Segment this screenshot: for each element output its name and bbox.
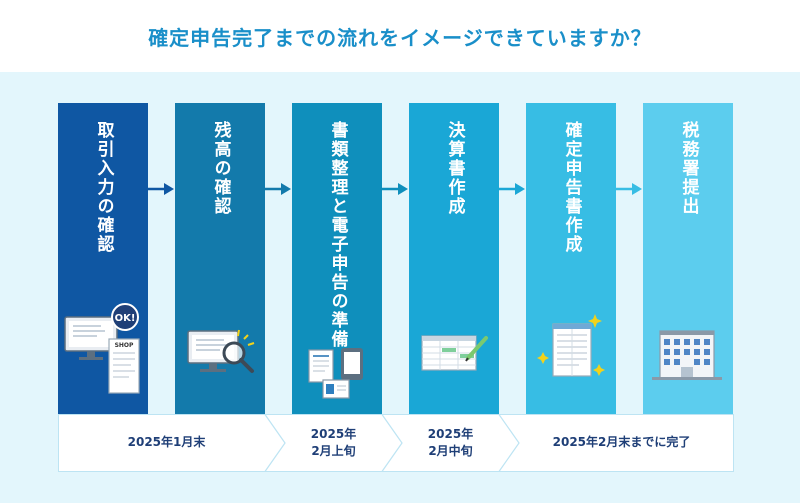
- arrow-right-icon: [499, 183, 525, 195]
- step-label: 取引入力の確認: [93, 121, 114, 254]
- step-label: 税務署提出: [678, 121, 699, 216]
- timeline-label-jan-end: 2025年1月末: [127, 435, 206, 449]
- monitor-receipt-ok-icon: SHOP OK!: [58, 301, 148, 397]
- step-label: 残高の確認: [210, 121, 231, 216]
- step-balance-check: 残高の確認: [175, 103, 265, 414]
- arrow-right-icon: [148, 183, 174, 195]
- receipt-shop-text: SHOP: [115, 342, 134, 349]
- page-title: 確定申告完了までの流れをイメージできていますか？: [148, 25, 652, 50]
- step-label: 決算書作成: [444, 121, 465, 216]
- timeline-label-feb-early: 2025年 2月上旬: [310, 427, 357, 458]
- timeline-label-feb-mid: 2025年 2月中旬: [427, 427, 474, 458]
- step-financial-statement: 決算書作成: [409, 103, 499, 414]
- arrow-right-icon: [616, 183, 642, 195]
- timeline-label-feb-end-complete: 2025年2月末までに完了: [552, 435, 691, 449]
- schedule-timeline: 2025年1月末 2025年 2月上旬 2025年 2月中旬 2025年2月末ま…: [58, 414, 734, 472]
- ok-badge-text: OK!: [115, 313, 136, 324]
- arrow-right-icon: [265, 183, 291, 195]
- step-submit-to-tax-office: 税務署提出: [643, 103, 733, 414]
- step-transaction-check: 取引入力の確認 SHOP OK!: [58, 103, 148, 414]
- arrow-right-icon: [382, 183, 408, 195]
- step-label: 確定申告書作成: [561, 121, 582, 254]
- tax-office-building-icon: [643, 319, 733, 383]
- step-document-preparation: 書類整理と電子申告の準備: [292, 103, 382, 414]
- step-label: 書類整理と電子申告の準備: [327, 121, 348, 349]
- documents-tablet-card-icon: [292, 344, 382, 404]
- spreadsheet-pen-icon: [409, 328, 499, 376]
- tax-form-sparkle-icon: [526, 308, 616, 384]
- step-tax-return: 確定申告書作成: [526, 103, 616, 414]
- monitor-magnifier-icon: [175, 325, 265, 381]
